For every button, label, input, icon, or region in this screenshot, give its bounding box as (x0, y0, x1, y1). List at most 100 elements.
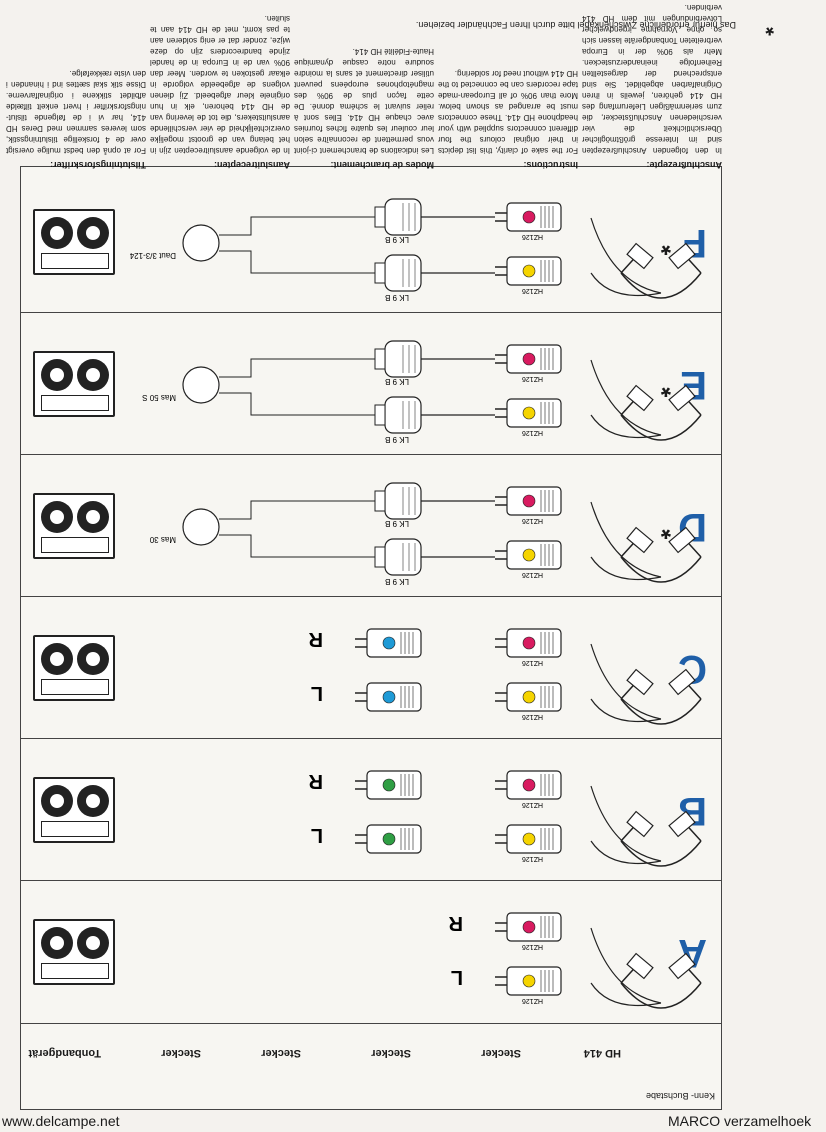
header-stecker-4: Stecker (161, 1047, 201, 1059)
din-label: LK 9 B (385, 293, 409, 302)
column-text: Les indications de branche­ment ci-joint… (294, 47, 434, 155)
channel-label-right: R (308, 770, 323, 792)
footnote-star: * (765, 15, 774, 40)
header-stecker-2: Stecker (371, 1047, 411, 1059)
column-text: In den folgenden Anschluß­rezepten sind … (582, 3, 722, 155)
din-note: Mas 30 (149, 535, 176, 544)
din-plug-upper (374, 254, 422, 292)
channel-label-left: L (311, 824, 323, 846)
column-text: In de volgende aansluitrecep­ten zijn in… (150, 14, 290, 155)
plug-label: HZ126 (522, 375, 543, 382)
din-note: Mas 50 S (142, 393, 176, 402)
text-column: Modes de branchement: Les indications de … (294, 46, 434, 170)
headphone-icon (620, 526, 702, 583)
header-kennbuchstabe: Kenn- Buchstabe (645, 1091, 715, 1101)
din-socket-icon (182, 508, 220, 546)
rca-plug-red (495, 202, 562, 232)
rca-plug-yellow (495, 682, 562, 712)
channel-label-left: L (451, 966, 463, 988)
din-socket-icon (182, 366, 220, 404)
rca-plug-red (495, 344, 562, 374)
channel-label-left: L (311, 682, 323, 704)
din-note: Daut 3/3-124 (129, 251, 176, 260)
din-plug-lower (374, 198, 422, 236)
headphone-icon (620, 242, 702, 299)
plug-label: HZ126 (522, 943, 543, 950)
table-header: Kenn- Buchstabe HD 414 Stecker Stecker S… (20, 1023, 722, 1110)
channel-label-right: R (308, 628, 323, 650)
plug-label: HZ126 (522, 801, 543, 808)
rca-plug-red (495, 912, 562, 942)
tape-recorder-icon (33, 493, 115, 559)
din-plug-upper (374, 396, 422, 434)
header-hd414: HD 414 (583, 1047, 621, 1059)
channel-label-right: R (448, 912, 463, 934)
rca-plug-yellow (495, 824, 562, 854)
tape-recorder-icon (33, 777, 115, 843)
tape-recorder-icon (33, 919, 115, 985)
tape-recorder-icon (33, 209, 115, 275)
rca-plug-yellow (495, 256, 562, 286)
rca-plug-yellow (495, 398, 562, 428)
plug-label: HZ126 (522, 517, 543, 524)
rca-plug-red (495, 628, 562, 658)
text-columns: Anschlußrezepte:In den folgenden Anschlu… (2, 3, 722, 170)
rca-plug-yellow (495, 966, 562, 996)
column-title: Instructions: (523, 160, 578, 170)
tape-recorder-icon (33, 635, 115, 701)
din-plug-upper (374, 538, 422, 576)
adapter-plug-left (355, 824, 422, 854)
adapter-plug-right (355, 628, 422, 658)
rca-plug-red (495, 770, 562, 800)
text-column: Instructions: For the sake of clarity, th… (438, 68, 578, 170)
din-plug-lower (374, 340, 422, 378)
plug-label: HZ126 (522, 429, 543, 436)
headphone-icon (620, 810, 702, 867)
din-socket-icon (182, 224, 220, 262)
plug-label: HZ126 (522, 997, 543, 1004)
header-stecker-3: Stecker (261, 1047, 301, 1059)
din-label: LK 9 B (385, 435, 409, 444)
text-column: Tilslutningsforskrifter: For at opnå den … (6, 68, 146, 170)
plug-label: HZ126 (522, 713, 543, 720)
text-column: Anschlußrezepte:In den folgenden Anschlu… (582, 2, 722, 170)
din-label: LK 9 B (385, 377, 409, 386)
tape-recorder-icon (33, 351, 115, 417)
adapter-plug-right (355, 770, 422, 800)
plug-label: HZ126 (522, 659, 543, 666)
plug-label: HZ126 (522, 287, 543, 294)
column-text: For the sake of clarity, this list depic… (438, 69, 578, 155)
din-label: LK 9 B (385, 519, 409, 528)
column-title: Tilslutningsforskrifter: (50, 160, 146, 170)
text-column: Aansluitrecepten:In de volgende aansluit… (150, 13, 290, 170)
headphone-icon (620, 668, 702, 725)
adapter-plug-left (355, 682, 422, 712)
plug-label: HZ126 (522, 855, 543, 862)
din-label: LK 9 B (385, 577, 409, 586)
headphone-icon (620, 952, 702, 1009)
plug-label: HZ126 (522, 233, 543, 240)
header-stecker-1: Stecker (481, 1047, 521, 1059)
watermark-right: MARCO verzamelhoek (668, 1113, 812, 1129)
column-text: For at opnå den bedst mulige oversigt ov… (6, 69, 146, 155)
headphone-icon (620, 384, 702, 441)
din-label: LK 9 B (385, 235, 409, 244)
din-plug-lower (374, 482, 422, 520)
column-title: Modes de branchement: (330, 160, 434, 170)
rca-plug-yellow (495, 540, 562, 570)
